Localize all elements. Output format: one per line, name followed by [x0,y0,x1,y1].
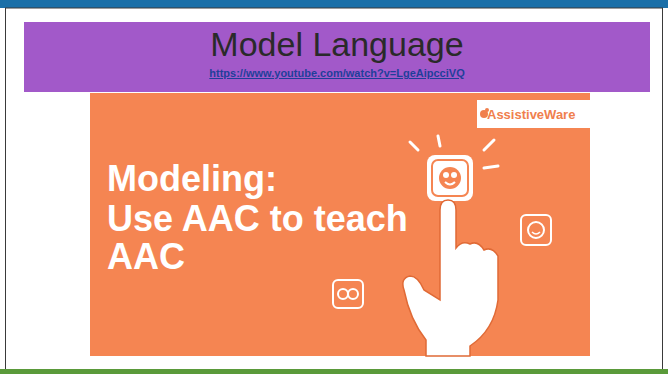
symbol-button-bottom [333,280,363,308]
slide-frame [6,8,663,370]
sparkle-lines [410,136,498,168]
brand-logo: AssistiveWare [487,107,575,122]
pointing-hand [403,200,498,356]
thumbnail-heading: Use AAC to teach AAC [107,200,427,276]
bottom-bar [0,369,668,374]
slide-title: Model Language [24,24,650,64]
symbol-button-large [427,155,473,201]
title-band [24,22,650,92]
thumbnail-heading: Modeling: [107,160,277,198]
video-thumbnail [90,93,590,356]
top-bar [0,0,668,8]
symbol-button-small [521,215,551,245]
logo-panel [477,100,590,128]
video-link: https://www.youtube.com/watch?v=LgeAipcc… [24,67,650,79]
